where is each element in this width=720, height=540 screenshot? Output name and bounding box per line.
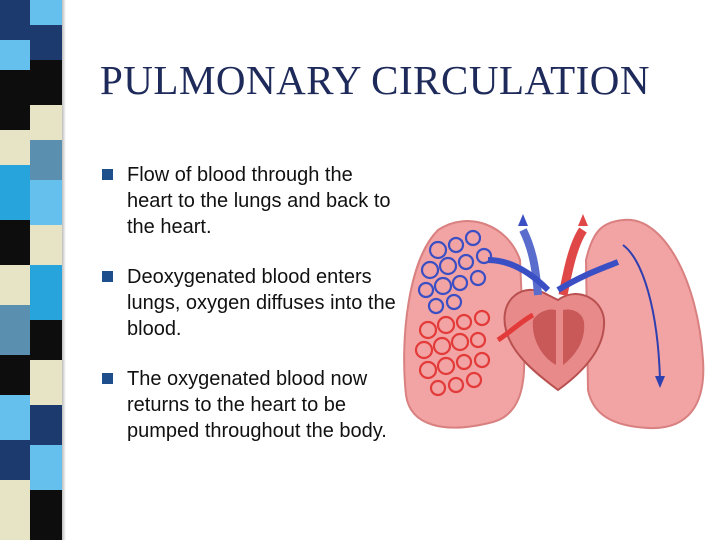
decorative-stripe-bar <box>0 0 66 540</box>
bullet-item: Deoxygenated blood enters lungs, oxygen … <box>100 264 400 342</box>
bullet-item: Flow of blood through the heart to the l… <box>100 162 400 240</box>
stripe-pattern <box>0 0 62 540</box>
bullet-text: Deoxygenated blood enters lungs, oxygen … <box>127 266 396 340</box>
pulmonary-vein <box>496 312 535 343</box>
pulmonary-artery-right <box>556 259 620 293</box>
bullet-text: Flow of blood through the heart to the l… <box>127 164 391 238</box>
oxygenated-capillaries <box>414 309 491 397</box>
bullet-text: The oxygenated blood now returns to the … <box>127 368 387 442</box>
square-bullet-icon <box>102 169 113 180</box>
square-bullet-icon <box>102 373 113 384</box>
pulmonary-artery-left <box>487 257 551 293</box>
arrowhead-icon <box>578 214 588 226</box>
arrowhead-icon <box>655 376 665 388</box>
deoxygenated-capillaries <box>417 229 493 315</box>
vena-cava <box>519 228 542 296</box>
bullet-item: The oxygenated blood now returns to the … <box>100 366 400 444</box>
right-lung <box>584 218 705 430</box>
heart-chamber-left <box>532 309 556 365</box>
square-bullet-icon <box>102 271 113 282</box>
stripe-edge <box>62 0 66 540</box>
pulmonary-circulation-illustration <box>403 214 705 430</box>
flow-arrow <box>622 244 661 381</box>
slide-title: PULMONARY CIRCULATION <box>100 57 650 103</box>
heart-chamber-right <box>563 309 585 365</box>
bullet-list: Flow of blood through the heart to the l… <box>100 162 400 468</box>
arrowhead-icon <box>518 214 528 226</box>
